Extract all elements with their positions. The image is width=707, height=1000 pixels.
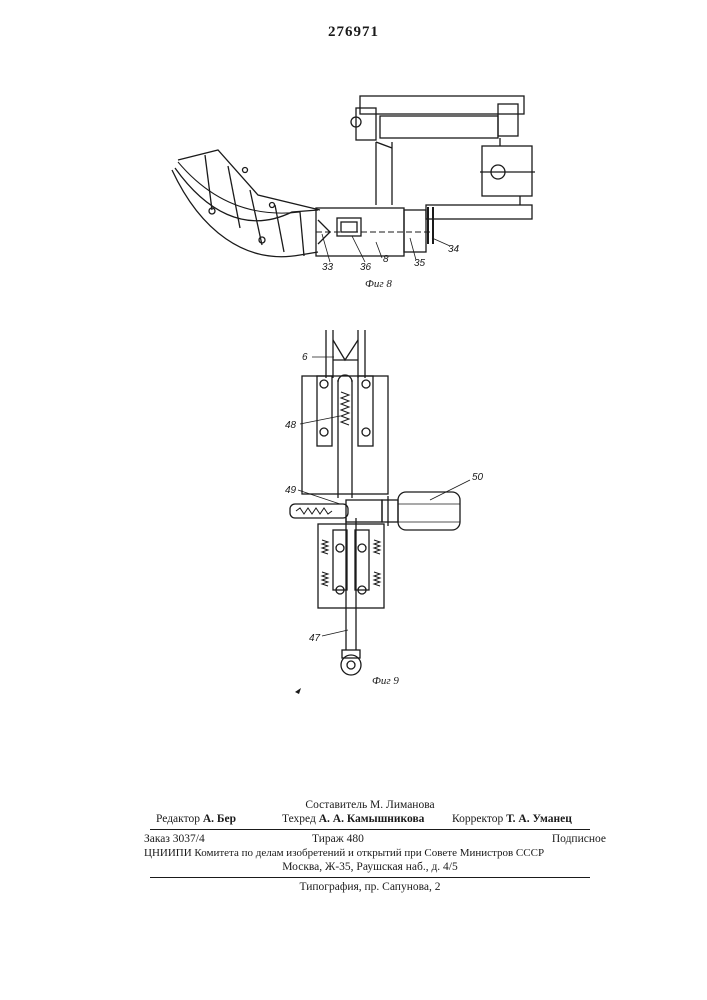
address-line: Москва, Ж-35, Раушская наб., д. 4/5 <box>150 860 590 874</box>
label-6: 6 <box>302 352 308 363</box>
print-mark <box>295 688 301 694</box>
housing-8 <box>316 207 433 256</box>
fork-6 <box>326 330 365 378</box>
corrector-name: Т. А. Уманец <box>506 813 572 825</box>
technical-drawing: 33 36 8 35 34 Фиг 8 <box>0 0 707 790</box>
org-line: ЦНИИПИ Комитета по делам изобретений и о… <box>144 846 600 860</box>
label-47: 47 <box>309 633 321 644</box>
techred-name: А. А. Камышникова <box>319 813 425 825</box>
fig9-caption: Фиг 9 <box>372 675 399 687</box>
label-36: 36 <box>360 262 372 273</box>
label-34: 34 <box>448 244 460 255</box>
editor-role: Редактор <box>156 813 200 825</box>
spring-48 <box>341 392 349 425</box>
org-name: ЦНИИПИ Комитета по делам изобретений и о… <box>144 847 544 859</box>
printer: Типография, пр. Сапунова, 2 <box>300 881 441 893</box>
order-line: Заказ 3037/4 Тираж 480 Подписное <box>150 832 590 846</box>
curved-chute <box>172 150 320 257</box>
label-35: 35 <box>414 258 426 269</box>
address: Москва, Ж-35, Раушская наб., д. 4/5 <box>282 861 458 873</box>
figure-8: 33 36 8 35 34 Фиг 8 <box>172 96 535 290</box>
bracket-frame <box>351 96 535 219</box>
figure-9: 6 48 49 50 47 Фиг 9 <box>285 330 484 687</box>
upper-plate <box>302 375 388 498</box>
cylinder-50 <box>382 492 460 530</box>
compiler-line: Составитель М. Лиманова <box>150 798 590 812</box>
subscription: Подписное <box>552 832 606 846</box>
imprint-block: Составитель М. Лиманова Редактор А. Бер … <box>150 798 590 894</box>
credits-line: Редактор А. Бер Техред А. А. Камышникова… <box>150 812 590 826</box>
order-number: Заказ 3037/4 <box>144 832 205 846</box>
printer-line: Типография, пр. Сапунова, 2 <box>150 880 590 894</box>
label-49: 49 <box>285 485 297 496</box>
fig8-caption: Фиг 8 <box>365 278 392 290</box>
corrector-role: Корректор <box>452 813 503 825</box>
rod-47 <box>341 518 361 675</box>
label-33: 33 <box>322 262 334 273</box>
compiler: Составитель М. Лиманова <box>305 799 434 811</box>
label-8: 8 <box>383 254 389 265</box>
lower-plate <box>318 524 384 608</box>
lever-49 <box>290 500 382 522</box>
editor-name: А. Бер <box>203 813 236 825</box>
label-50: 50 <box>472 472 484 483</box>
techred-role: Техред <box>282 813 316 825</box>
label-48: 48 <box>285 420 297 431</box>
separator-top <box>150 829 590 830</box>
separator-bottom <box>150 877 590 878</box>
circulation: Тираж 480 <box>312 832 364 846</box>
